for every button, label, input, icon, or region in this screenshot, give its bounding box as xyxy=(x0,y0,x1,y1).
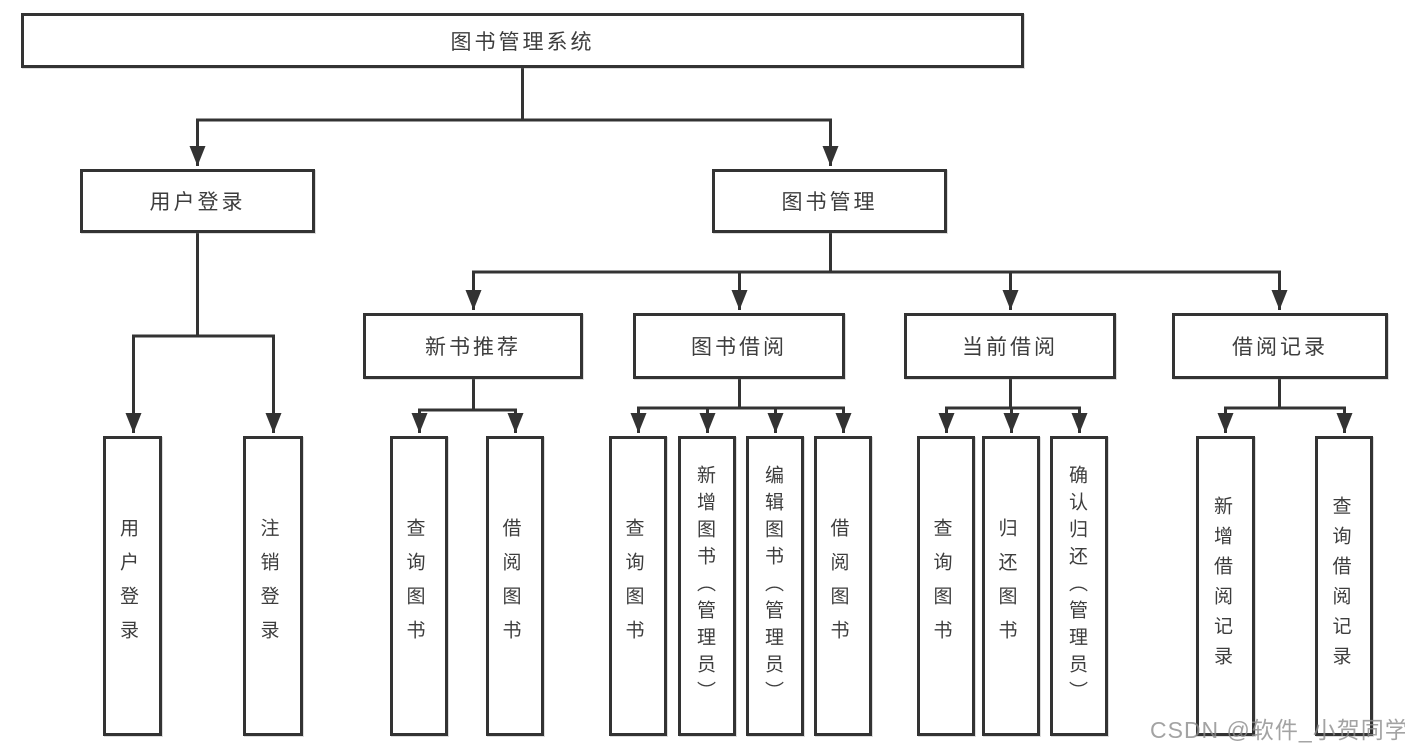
leaf-query-book-1-label: 查询图书 xyxy=(403,518,425,654)
node-book-borrow-label: 图书借阅 xyxy=(691,336,787,359)
leaf-borrow-book-1-label: 借阅图书 xyxy=(499,518,521,654)
leaf-query-book-2-label: 查询图书 xyxy=(622,518,644,654)
leaf-borrow-book-2: 借阅图书 xyxy=(814,436,872,736)
node-borrow-records: 借阅记录 xyxy=(1172,313,1388,379)
leaf-query-book-1: 查询图书 xyxy=(390,436,448,736)
node-new-book-recommend: 新书推荐 xyxy=(363,313,583,379)
leaf-confirm-return-admin: 确认归还（管理员） xyxy=(1050,436,1108,736)
node-book-borrow: 图书借阅 xyxy=(633,313,845,379)
leaf-query-borrow-record: 查询借阅记录 xyxy=(1315,436,1373,736)
leaf-query-book-3-label: 查询图书 xyxy=(930,518,952,654)
leaf-query-borrow-record-label: 查询借阅记录 xyxy=(1329,496,1351,676)
node-new-book-recommend-label: 新书推荐 xyxy=(425,336,521,359)
leaf-edit-book-admin: 编辑图书（管理员） xyxy=(746,436,804,736)
leaf-user-login: 用户登录 xyxy=(103,436,162,736)
node-user-login: 用户登录 xyxy=(80,169,315,233)
leaf-logout: 注销登录 xyxy=(243,436,303,736)
leaf-borrow-book-1: 借阅图书 xyxy=(486,436,544,736)
leaf-return-book-label: 归还图书 xyxy=(995,518,1017,654)
node-borrow-records-label: 借阅记录 xyxy=(1232,336,1328,359)
node-current-borrow-label: 当前借阅 xyxy=(962,336,1058,359)
node-book-management-label: 图书管理 xyxy=(781,191,878,214)
leaf-confirm-return-admin-label: 确认归还（管理员） xyxy=(1066,464,1087,708)
leaf-borrow-book-2-label: 借阅图书 xyxy=(827,518,849,654)
node-book-management: 图书管理 xyxy=(712,169,947,233)
leaf-query-book-2: 查询图书 xyxy=(609,436,667,736)
csdn-watermark: CSDN @软件_小贺同学 xyxy=(1150,717,1405,743)
leaf-user-login-label: 用户登录 xyxy=(117,518,138,654)
leaf-add-borrow-record: 新增借阅记录 xyxy=(1196,436,1255,736)
node-user-login-label: 用户登录 xyxy=(149,191,246,214)
leaf-add-borrow-record-label: 新增借阅记录 xyxy=(1211,496,1232,676)
leaf-logout-label: 注销登录 xyxy=(257,518,279,654)
node-root-label: 图书管理系统 xyxy=(450,30,595,54)
leaf-query-book-3: 查询图书 xyxy=(917,436,975,736)
node-root: 图书管理系统 xyxy=(21,13,1024,68)
leaf-edit-book-admin-label: 编辑图书（管理员） xyxy=(762,464,783,708)
leaf-add-book-admin-label: 新增图书（管理员） xyxy=(694,464,715,708)
leaf-return-book: 归还图书 xyxy=(982,436,1040,736)
leaf-add-book-admin: 新增图书（管理员） xyxy=(678,436,736,736)
node-current-borrow: 当前借阅 xyxy=(904,313,1116,379)
